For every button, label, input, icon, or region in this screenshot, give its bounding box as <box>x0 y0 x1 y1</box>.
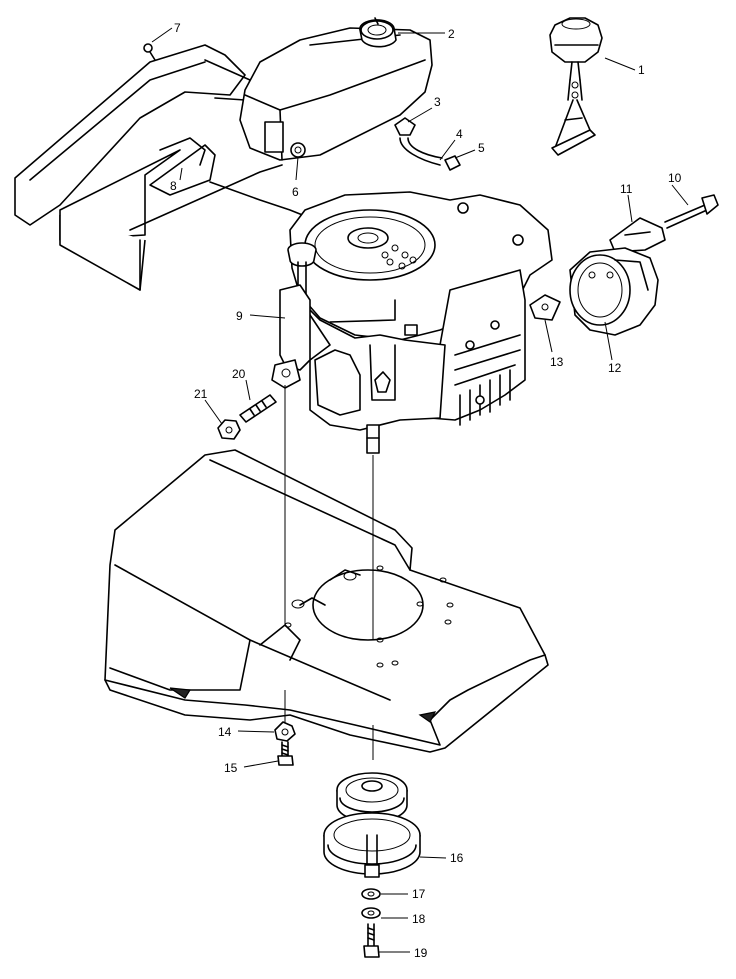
part-15-bolt <box>277 741 294 766</box>
part-20-stud <box>239 394 277 423</box>
part-21-nut <box>217 419 241 440</box>
callout-14: 14 <box>218 725 232 739</box>
callout-10: 10 <box>668 171 682 185</box>
leader-lines <box>151 27 689 953</box>
part-5-clamp <box>444 155 461 171</box>
part-4-fuel-line <box>399 137 443 166</box>
part-7-screw <box>143 43 156 61</box>
callout-16: 16 <box>450 851 464 865</box>
callout-21: 21 <box>194 387 208 401</box>
part-1-primer-assembly <box>549 17 603 156</box>
callout-labels: 1 2 3 4 5 6 7 8 9 10 11 12 13 14 15 16 1… <box>170 21 682 960</box>
part-18-washer <box>361 907 381 919</box>
part-13-clip <box>529 294 561 321</box>
part-2-fuel-tank <box>239 17 433 161</box>
callout-7: 7 <box>174 21 181 35</box>
callout-8: 8 <box>170 179 177 193</box>
callout-2: 2 <box>448 27 455 41</box>
part-10-bolt <box>664 194 719 229</box>
callout-15: 15 <box>224 761 238 775</box>
part-17-washer <box>361 888 381 900</box>
part-3-clamp <box>394 117 416 136</box>
callout-5: 5 <box>478 141 485 155</box>
part-9-dipstick <box>271 242 317 389</box>
callout-3: 3 <box>434 95 441 109</box>
part-19-bolt <box>363 923 380 958</box>
callout-18: 18 <box>412 912 426 926</box>
callout-12: 12 <box>608 361 622 375</box>
part-11-bracket <box>609 217 666 253</box>
throttle-cable <box>129 164 311 231</box>
callout-20: 20 <box>232 367 246 381</box>
part-shield <box>14 44 251 291</box>
part-engine <box>289 191 553 454</box>
callout-13: 13 <box>550 355 564 369</box>
part-deck <box>104 449 549 753</box>
part-14-washer <box>274 721 296 742</box>
callout-19: 19 <box>414 946 428 960</box>
callout-11: 11 <box>620 182 633 196</box>
callout-9: 9 <box>236 309 243 323</box>
callout-17: 17 <box>412 887 426 901</box>
callout-6: 6 <box>292 185 299 199</box>
part-6-fitting <box>264 121 306 158</box>
part-16-pulley <box>323 772 421 878</box>
part-12-starter-cup <box>569 247 659 336</box>
callout-1: 1 <box>638 63 645 77</box>
callout-4: 4 <box>456 127 463 141</box>
